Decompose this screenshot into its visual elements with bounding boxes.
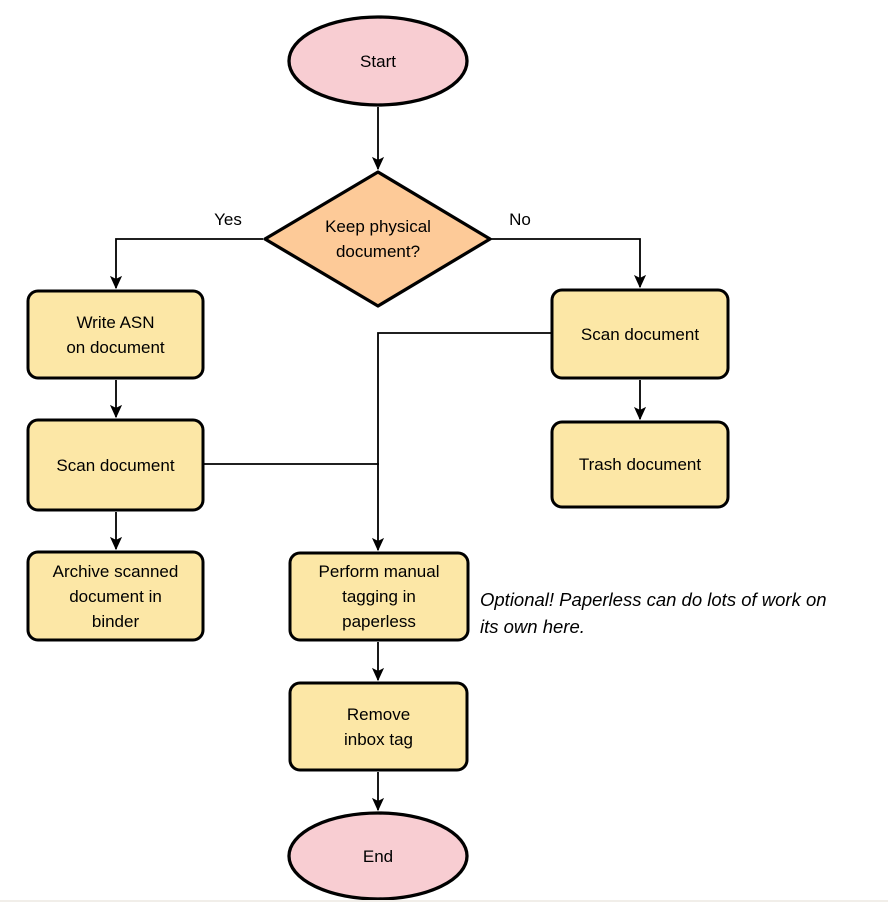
scan-document-left-label: Scan document bbox=[56, 455, 175, 475]
scan-document-right-box bbox=[550, 288, 730, 380]
start-ellipse bbox=[287, 15, 469, 107]
archive-box bbox=[26, 550, 205, 642]
edge-yes-branch bbox=[116, 238, 263, 288]
edge-scanright-to-tagging bbox=[378, 332, 552, 550]
start-label: Start bbox=[360, 51, 396, 71]
scan-document-right-label: Scan document bbox=[580, 324, 700, 344]
no-edge-label: No bbox=[509, 210, 531, 229]
write-asn-box bbox=[26, 289, 205, 380]
yes-edge-label: Yes bbox=[214, 210, 242, 229]
edge-no-branch bbox=[488, 238, 640, 287]
connectors bbox=[116, 107, 640, 810]
bottom-divider bbox=[0, 900, 888, 902]
decision-diamond bbox=[263, 170, 492, 308]
remove-inbox-tag-label: Remove inbox tag bbox=[344, 704, 413, 749]
trash-document-box bbox=[550, 420, 730, 509]
archive-label: Archive scanned document in binder bbox=[52, 561, 179, 631]
end-label: End bbox=[362, 846, 394, 866]
tagging-box bbox=[288, 551, 470, 642]
optional-note: Optional! Paperless can do lots of work … bbox=[480, 589, 827, 637]
remove-inbox-tag-box bbox=[288, 681, 469, 772]
scan-document-left-box bbox=[26, 418, 205, 512]
trash-document-label: Trash document bbox=[578, 455, 702, 474]
end-ellipse bbox=[287, 811, 469, 901]
decision-label: Keep physical document? bbox=[325, 217, 431, 261]
write-asn-label: Write ASN on document bbox=[66, 312, 165, 357]
tagging-label: Perform manual tagging in paperless bbox=[318, 562, 440, 631]
